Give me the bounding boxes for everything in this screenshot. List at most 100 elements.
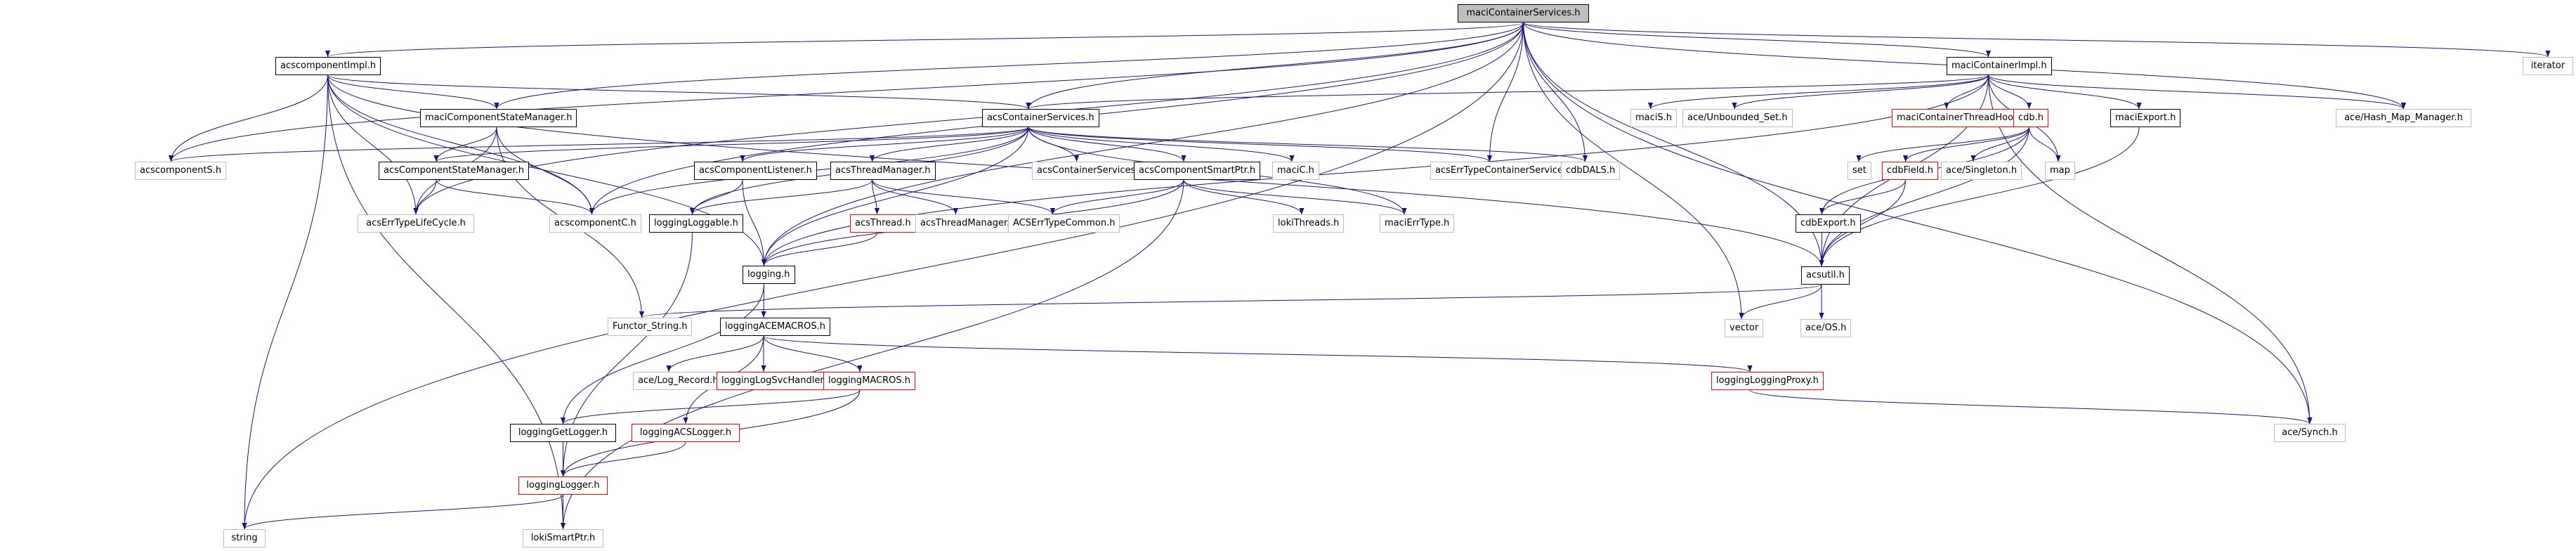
node-acsutil[interactable]: acsutil.h bbox=[1801, 266, 1850, 285]
edge-acsContainerServices-to-acsComponentListener bbox=[740, 127, 1029, 162]
edge-cdbField-to-acsutil bbox=[1819, 179, 1906, 267]
edge-acsThreadManager-to-acsThread bbox=[872, 179, 880, 215]
edge-acsThreadManager-to-acsThreadManagerI bbox=[872, 179, 959, 215]
edge-acsContainerServices-to-acsErrTypeContainerServices bbox=[1028, 127, 1492, 162]
edge-acscomponentImpl-to-lokiSmartPtr bbox=[327, 74, 566, 530]
edge-maciContainerImpl-to-aceHashMapManager bbox=[1988, 74, 2406, 110]
edge-maciContainerImpl-to-cdb bbox=[1988, 74, 2032, 110]
edge-acscomponentImpl-to-acsContainerServices bbox=[327, 74, 1031, 110]
node-aceOS[interactable]: ace/OS.h bbox=[1800, 319, 1852, 337]
edge-maciContainerImpl-to-maciExport bbox=[1988, 74, 2142, 110]
node-acsComponentListener[interactable]: acsComponentListener.h bbox=[694, 162, 817, 180]
node-ACSErrTypeCommon[interactable]: ACSErrTypeCommon.h bbox=[1008, 214, 1120, 233]
node-acsErrTypeContainerServices[interactable]: acsErrTypeContainerServices.h bbox=[1430, 162, 1582, 180]
edge-root-to-cdbDALS bbox=[1523, 22, 1588, 162]
node-aceHashMapManager[interactable]: ace/Hash_Map_Manager.h bbox=[2336, 109, 2471, 127]
node-FunctorString[interactable]: Functor_String.h bbox=[608, 318, 693, 336]
node-loggingLogSvcHandler[interactable]: loggingLogSvcHandler.h bbox=[717, 372, 837, 390]
node-loggingACSLogger[interactable]: loggingACSLogger.h bbox=[632, 424, 740, 442]
node-acsComponentStateManager[interactable]: acsComponentStateManager.h bbox=[379, 162, 529, 180]
node-lokiSmartPtr[interactable]: lokiSmartPtr.h bbox=[523, 529, 603, 547]
edge-root-to-acscomponentS bbox=[169, 22, 1524, 162]
node-acscomponentC[interactable]: acscomponentC.h bbox=[549, 214, 641, 233]
node-string[interactable]: string bbox=[223, 529, 266, 547]
node-cdbField[interactable]: cdbField.h bbox=[1882, 162, 1939, 180]
node-maciErrType[interactable]: maciErrType.h bbox=[1380, 214, 1455, 233]
edge-acsThreadManager-to-loggingLoggable bbox=[689, 179, 872, 215]
node-maciExport[interactable]: maciExport.h bbox=[2110, 109, 2181, 127]
edge-acscomponentImpl-to-acscomponentS bbox=[168, 74, 328, 162]
node-acsThread[interactable]: acsThread.h bbox=[850, 214, 916, 233]
node-acsErrTypeLifeCycle[interactable]: acsErrTypeLifeCycle.h bbox=[358, 214, 474, 233]
node-acsThreadManagerI[interactable]: acsThreadManager.i bbox=[915, 214, 1017, 233]
node-logging[interactable]: logging.h bbox=[743, 266, 795, 284]
node-loggingLoggingProxy[interactable]: loggingLoggingProxy.h bbox=[1711, 372, 1824, 390]
node-maciS[interactable]: maciS.h bbox=[1630, 109, 1678, 127]
edge-loggingLoggingProxy-to-aceSynch bbox=[1749, 389, 2313, 424]
edge-cdb-to-map bbox=[2029, 127, 2061, 162]
node-acsThreadManager[interactable]: acsThreadManager.h bbox=[830, 162, 936, 180]
edge-maciContainerImpl-to-aceSynch bbox=[1988, 74, 2313, 424]
edge-cdbField-to-cdbExport bbox=[1819, 179, 1906, 215]
edge-root-to-string bbox=[242, 22, 1524, 530]
node-aceSingleton[interactable]: ace/Singleton.h bbox=[1941, 162, 2022, 180]
node-loggingLoggable[interactable]: loggingLoggable.h bbox=[649, 214, 743, 233]
edge-loggingACEMACROS-to-loggingLoggingProxy bbox=[763, 335, 1753, 372]
edge-acscomponentImpl-to-maciComponentStateManager bbox=[327, 74, 499, 110]
edge-acsComponentSmartPtr-to-ACSErrTypeCommon bbox=[1050, 179, 1184, 215]
edge-cdb-to-aceSingleton bbox=[1970, 127, 2029, 162]
node-cdb[interactable]: cdb.h bbox=[2013, 109, 2049, 127]
edge-maciContainerImpl-to-aceUnboundedSet bbox=[1732, 74, 1989, 110]
edge-root-to-acsContainerServices bbox=[1026, 22, 1524, 110]
edge-maciContainerImpl-to-acsContainerServices bbox=[1026, 74, 1989, 110]
node-acsComponentSmartPtr[interactable]: acsComponentSmartPtr.h bbox=[1134, 162, 1261, 180]
node-maciComponentStateManager[interactable]: maciComponentStateManager.h bbox=[420, 109, 577, 127]
edge-maciComponentStateManager-to-acsComponentStateManager bbox=[433, 127, 497, 162]
node-root[interactable]: maciContainerServices.h bbox=[1458, 4, 1589, 22]
node-maciC[interactable]: maciC.h bbox=[1272, 162, 1319, 180]
node-acscomponentS[interactable]: acscomponentS.h bbox=[135, 162, 227, 180]
node-cdbExport[interactable]: cdbExport.h bbox=[1796, 214, 1861, 233]
edge-acscomponentImpl-to-acsErrTypeLifeCycle bbox=[327, 74, 419, 215]
edge-acsContainerServices-to-acsComponentSmartPtr bbox=[1028, 127, 1186, 162]
edge-cdb-to-acsutil bbox=[1819, 127, 2029, 267]
edge-loggingACEMACROS-to-loggingMACROS bbox=[763, 335, 863, 372]
node-acscomponentImpl[interactable]: acscomponentImpl.h bbox=[275, 57, 381, 75]
edge-maciContainerImpl-to-maciS bbox=[1648, 74, 1989, 110]
node-aceLogRecord[interactable]: ace/Log_Record.h bbox=[633, 372, 724, 390]
edge-acsContainerServices-to-acsComponentStateManager bbox=[433, 127, 1029, 162]
edge-acscomponentImpl-to-acscomponentC bbox=[327, 74, 595, 215]
edge-acsContainerServices-to-acscomponentS bbox=[169, 127, 1029, 162]
edge-loggingACEMACROS-to-aceLogRecord bbox=[666, 335, 764, 372]
node-loggingLogger[interactable]: loggingLogger.h bbox=[518, 477, 608, 495]
node-loggingMACROS[interactable]: loggingMACROS.h bbox=[823, 372, 916, 390]
node-maciContainerImpl[interactable]: maciContainerImpl.h bbox=[1947, 57, 2052, 75]
node-aceSynch[interactable]: ace/Synch.h bbox=[2274, 424, 2346, 442]
node-aceUnboundedSet[interactable]: ace/Unbounded_Set.h bbox=[1682, 109, 1793, 127]
node-lokiThreads[interactable]: lokiThreads.h bbox=[1273, 214, 1345, 233]
node-loggingACEMACROS[interactable]: loggingACEMACROS.h bbox=[720, 318, 830, 336]
edge-acsThreadManager-to-ACSErrTypeCommon bbox=[872, 179, 1056, 215]
node-acsContainerServices[interactable]: acsContainerServices.h bbox=[982, 109, 1099, 127]
edge-cdb-to-cdbField bbox=[1902, 127, 2029, 162]
node-maciContainerThreadHook[interactable]: maciContainerThreadHook.h bbox=[1892, 109, 2032, 127]
edge-acsComponentListener-to-loggingLoggable bbox=[689, 179, 743, 215]
edge-acsContainerServices-to-cdbDALS bbox=[1028, 127, 1588, 162]
edge-loggingLogger-to-string bbox=[242, 494, 563, 530]
edge-root-to-logging bbox=[761, 22, 1524, 266]
edge-acsContainerServices-to-logging bbox=[761, 127, 1029, 266]
node-set[interactable]: set bbox=[1848, 162, 1871, 180]
node-acsContainerServicesI[interactable]: acsContainerServices.i bbox=[1032, 162, 1146, 180]
node-loggingGetLogger[interactable]: loggingGetLogger.h bbox=[510, 424, 616, 442]
edge-loggingACSLogger-to-loggingLogger bbox=[560, 441, 686, 477]
edge-acsComponentSmartPtr-to-maciErrType bbox=[1183, 179, 1407, 215]
node-vector[interactable]: vector bbox=[1725, 319, 1764, 337]
edge-acsComponentStateManager-to-acscomponentC bbox=[436, 179, 595, 215]
edge-maciContainerImpl-to-logging bbox=[761, 74, 1989, 266]
edge-cdb-to-set bbox=[1856, 127, 2029, 162]
node-cdbDALS[interactable]: cdbDALS.h bbox=[1561, 162, 1621, 180]
node-map[interactable]: map bbox=[2045, 162, 2075, 180]
node-iterator[interactable]: iterator bbox=[2523, 57, 2573, 75]
